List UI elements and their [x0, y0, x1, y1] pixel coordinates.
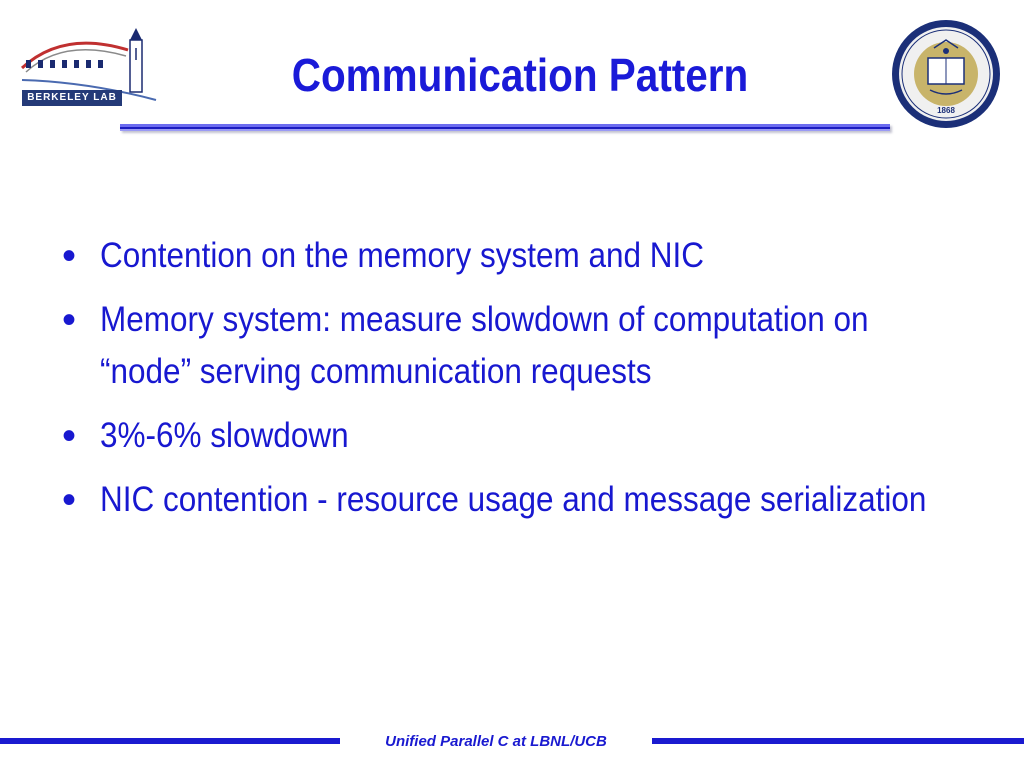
- bullet-dot-icon: •: [62, 234, 77, 278]
- bullet-dot-icon: •: [62, 478, 77, 522]
- footer-bar-left: [0, 738, 340, 744]
- bullet-list: • Contention on the memory system and NI…: [60, 230, 1000, 538]
- footer-bar-right: [652, 738, 1024, 744]
- uc-seal: [892, 20, 1000, 128]
- bullet-item: • Memory system: measure slowdown of com…: [60, 294, 1000, 398]
- bullet-text: Contention on the memory system and NIC: [100, 236, 705, 275]
- bullet-text: 3%-6% slowdown: [100, 416, 349, 455]
- bullet-dot-icon: •: [62, 298, 77, 342]
- title-divider: [120, 124, 890, 131]
- bullet-text: Memory system: measure slowdown of compu…: [100, 300, 869, 391]
- bullet-item: • Contention on the memory system and NI…: [60, 230, 1000, 282]
- berkeley-lab-logo: [20, 28, 157, 106]
- bullet-item: • 3%-6% slowdown: [60, 410, 1000, 462]
- bullet-text: NIC contention - resource usage and mess…: [100, 480, 927, 519]
- footer-text: Unified Parallel C at LBNL/UCB: [385, 733, 607, 750]
- berkeley-lab-label: BERKELEY LAB: [27, 92, 117, 103]
- slide-title: Communication Pattern: [291, 49, 749, 101]
- bullet-item: • NIC contention - resource usage and me…: [60, 474, 1000, 526]
- seal-year: 1868: [937, 106, 955, 115]
- bullet-dot-icon: •: [62, 414, 77, 458]
